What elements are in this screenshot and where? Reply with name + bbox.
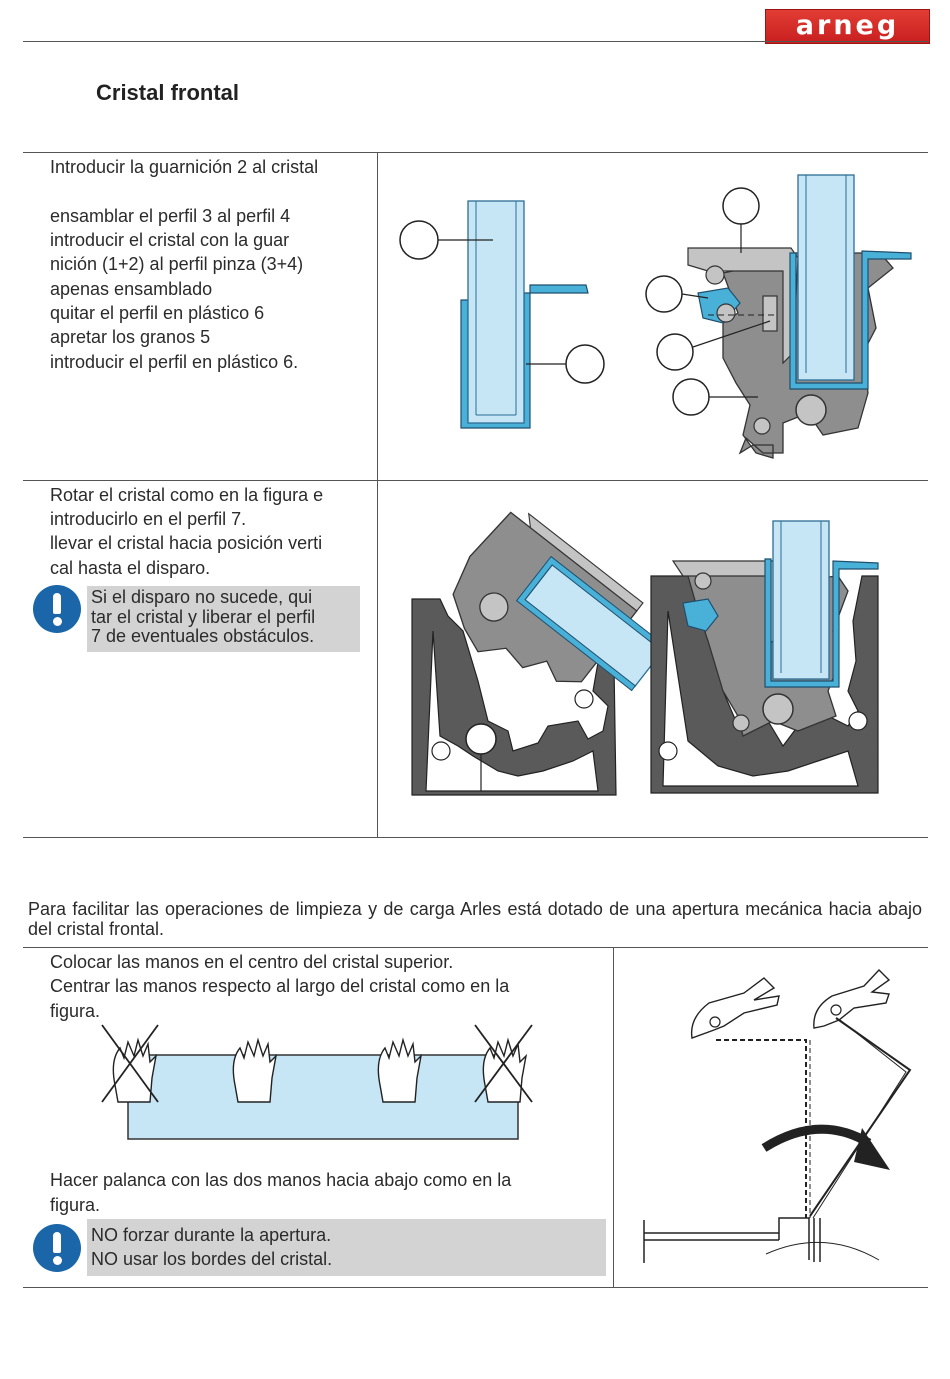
step-text: Rotar el cristal como en la figura e: [50, 485, 324, 505]
table2-bottom-rule: [23, 1287, 928, 1288]
step-text: introducir el perfil en plástico 6.: [50, 352, 299, 372]
step-text: ensamblar el perfil 3 al perfil 4: [50, 206, 291, 226]
table2-divider: [613, 947, 614, 1288]
warning-icon: [33, 585, 81, 633]
table1-top-rule: [23, 152, 928, 153]
step-text: quitar el perfil en plástico 6: [50, 303, 265, 323]
step-text: nición (1+2) al perfil pinza (3+4): [50, 254, 304, 274]
warning-note: Si el disparo no sucede, qui tar el cris…: [87, 586, 360, 652]
warning-icon: [33, 1224, 81, 1272]
step-text: Colocar las manos en el centro del crist…: [50, 952, 454, 972]
step-text: Centrar las manos respecto al largo del …: [50, 976, 510, 996]
page-title: Cristal frontal: [96, 80, 240, 105]
intro-paragraph: Para facilitar las operaciones de limpie…: [28, 899, 922, 939]
step-text: cal hasta el disparo.: [50, 558, 211, 578]
glass-opening-diagram: [643, 968, 912, 1263]
step-text: apretar los granos 5: [50, 327, 211, 347]
step-text: llevar el cristal hacia posición verti: [50, 533, 323, 553]
glass-assembly-diagram: [399, 174, 912, 459]
step-text: Introducir la guarnición 2 al cristal: [50, 157, 319, 177]
arneg-logo: arneg: [765, 9, 930, 44]
header-rule: [23, 41, 928, 42]
step-text: Hacer palanca con las dos manos hacia ab…: [50, 1170, 512, 1190]
step-text: figura.: [50, 1195, 101, 1215]
step-text: figura.: [50, 1001, 101, 1021]
hand-placement-diagram: [101, 1024, 533, 1140]
step-text: apenas ensamblado: [50, 279, 213, 299]
table1-divider: [377, 152, 378, 838]
note-line: NO forzar durante la apertura.: [91, 1225, 332, 1245]
step-text: introducir el cristal con la guar: [50, 230, 290, 250]
warning-note: NO forzar durante la apertura. NO usar l…: [87, 1219, 606, 1276]
step-text: introducirlo en el perfil 7.: [50, 509, 247, 529]
note-line: 7 de eventuales obstáculos.: [91, 626, 315, 646]
table1-bottom-rule: [23, 837, 928, 838]
glass-rotation-diagram: [411, 511, 879, 796]
note-line: NO usar los bordes del cristal.: [91, 1249, 333, 1269]
note-line: Si el disparo no sucede, qui: [91, 587, 313, 607]
note-line: tar el cristal y liberar el perfil: [91, 606, 316, 627]
table2-top-rule: [23, 947, 928, 948]
table1-mid-rule: [23, 480, 928, 481]
